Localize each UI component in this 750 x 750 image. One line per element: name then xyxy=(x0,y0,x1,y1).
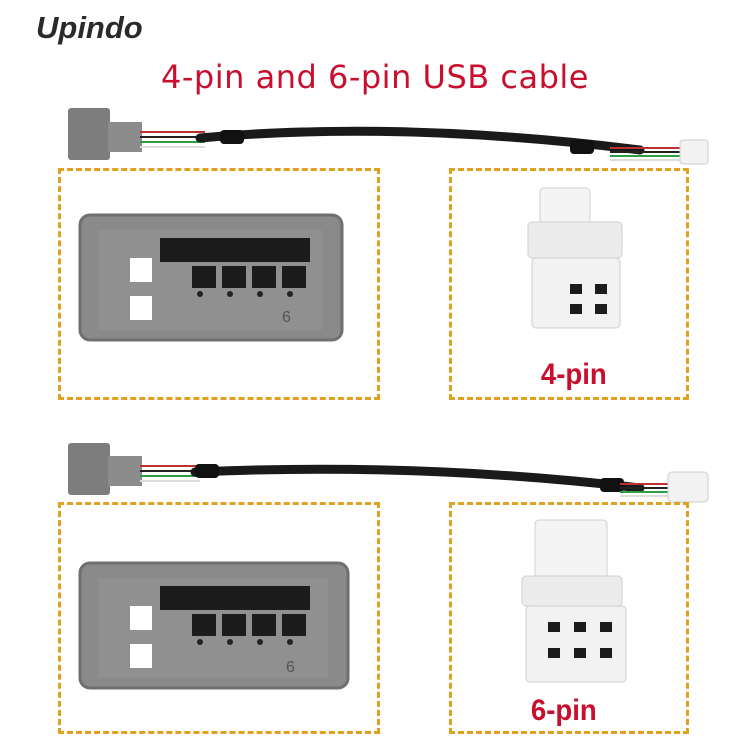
housing-mark-bottom: 6 xyxy=(286,659,295,676)
frame-connector-4pin xyxy=(449,168,689,400)
frame-housing-top xyxy=(58,168,380,400)
housing-mark-top: 6 xyxy=(282,309,291,326)
cable-bottom-housing xyxy=(68,443,110,495)
cable-top xyxy=(68,108,709,165)
cable-bottom xyxy=(68,443,709,503)
connector-6pin xyxy=(521,519,627,683)
label-4pin: 4-pin xyxy=(540,358,607,391)
brand-logo: Upindo xyxy=(36,10,143,45)
label-6pin: 6-pin xyxy=(530,694,597,727)
frame-housing-bottom xyxy=(58,502,380,734)
page-title: 4-pin and 6-pin USB cable xyxy=(161,58,589,96)
connector-4pin xyxy=(527,187,623,329)
frame-connector-6pin xyxy=(449,502,689,734)
cable-top-housing-neck xyxy=(108,122,142,152)
housing-closeup-top: 6 xyxy=(78,213,344,342)
cable-top-housing xyxy=(68,108,110,160)
housing-closeup-bottom: 6 xyxy=(78,561,350,690)
